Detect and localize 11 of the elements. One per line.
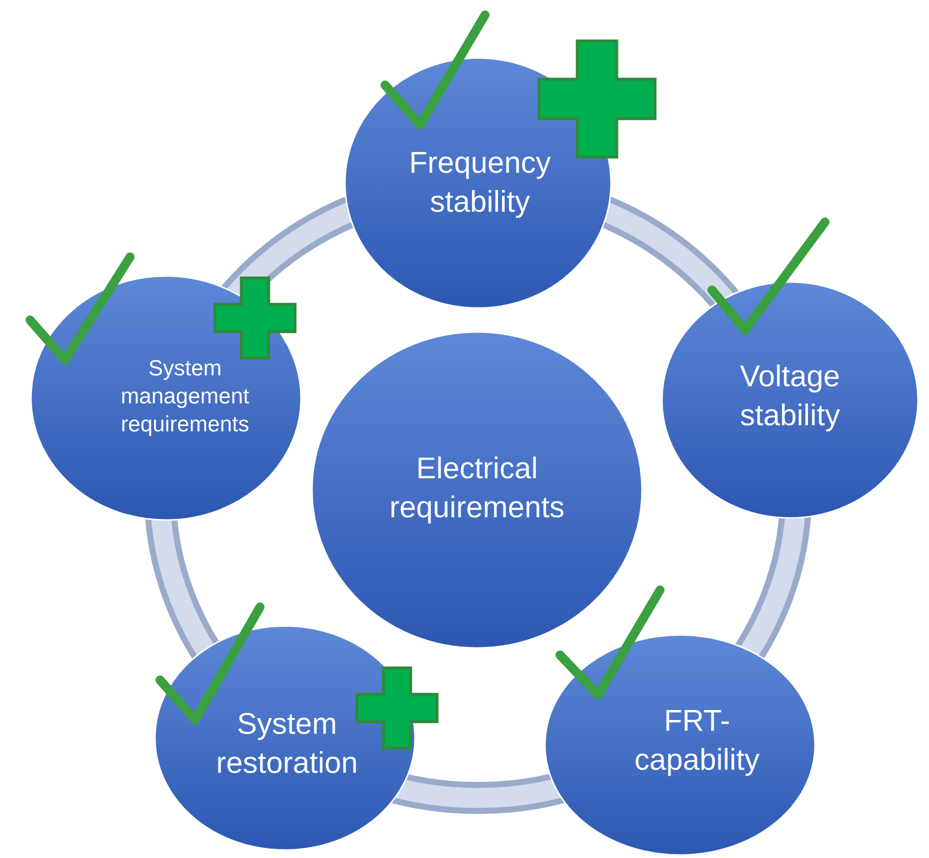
- circle: [661, 281, 919, 519]
- circle-label: System restoration: [218, 712, 356, 774]
- circle-label: FRT-capability: [636, 710, 760, 776]
- circle: [30, 275, 302, 521]
- circle-label: Voltage stability: [740, 364, 840, 432]
- circle: [544, 634, 816, 856]
- circle-label: Frequency stability: [412, 152, 551, 218]
- circle: [344, 57, 612, 309]
- circle: [311, 331, 643, 649]
- circle-label: System management requirements: [122, 360, 250, 436]
- circle-label: Electrical requirements: [391, 456, 564, 524]
